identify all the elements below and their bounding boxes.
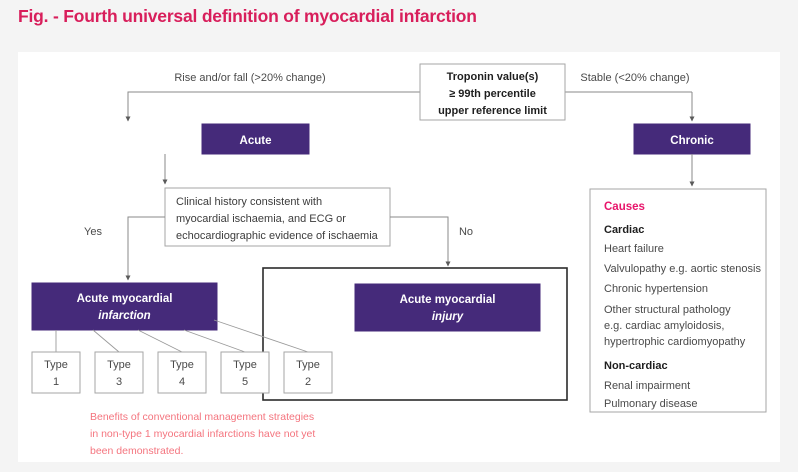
clinical-history-box: Clinical history consistent with myocard… bbox=[164, 187, 391, 247]
causes-panel: Causes Cardiac Heart failure Valvulopath… bbox=[589, 188, 767, 413]
connector-yes-no-split bbox=[125, 216, 451, 281]
causes-cardiac-item-1: Valvulopathy e.g. aortic stenosis bbox=[604, 263, 761, 275]
causes-cardiac-item-4: e.g. cardiac amyloidosis, bbox=[604, 320, 724, 332]
type-3-number: 3 bbox=[116, 376, 122, 388]
type-box-1: Type 1 bbox=[31, 351, 81, 394]
footnote-line-1: Benefits of conventional management stra… bbox=[90, 411, 314, 423]
type-4-word: Type bbox=[170, 359, 194, 371]
causes-noncardiac-item-0: Renal impairment bbox=[604, 380, 690, 392]
chronic-box: Chronic bbox=[633, 123, 751, 155]
type-box-5: Type 5 bbox=[220, 351, 270, 394]
clinical-history-line-3: echocardiographic evidence of ischaemia bbox=[176, 230, 379, 242]
causes-noncardiac-heading: Non-cardiac bbox=[604, 360, 668, 372]
type-5-number: 5 bbox=[242, 376, 248, 388]
connector-infarction-to-types bbox=[55, 319, 309, 353]
causes-cardiac-item-3: Other structural pathology bbox=[604, 304, 731, 316]
page-title: Fig. - Fourth universal definition of my… bbox=[18, 6, 477, 26]
type-4-number: 4 bbox=[179, 376, 185, 388]
injury-line-1: Acute myocardial bbox=[400, 294, 496, 306]
troponin-line-2: ≥ 99th percentile bbox=[449, 88, 536, 100]
type-1-number: 1 bbox=[53, 376, 59, 388]
type-5-word: Type bbox=[233, 359, 257, 371]
acute-myocardial-infarction-box: Acute myocardial infarction bbox=[31, 282, 218, 331]
chronic-label: Chronic bbox=[670, 135, 714, 147]
injury-line-2: injury bbox=[432, 311, 464, 323]
footnote: Benefits of conventional management stra… bbox=[90, 411, 315, 457]
acute-box: Acute bbox=[201, 123, 310, 155]
troponin-box: Troponin value(s) ≥ 99th percentile uppe… bbox=[419, 63, 566, 121]
troponin-line-3: upper reference limit bbox=[438, 105, 547, 117]
clinical-history-line-1: Clinical history consistent with bbox=[176, 196, 322, 208]
edge-label-no: No bbox=[459, 226, 473, 238]
acute-label: Acute bbox=[240, 135, 272, 147]
type-3-word: Type bbox=[107, 359, 131, 371]
type-1-word: Type bbox=[44, 359, 68, 371]
causes-cardiac-heading: Cardiac bbox=[604, 224, 644, 236]
clinical-history-line-2: myocardial ischaemia, and ECG or bbox=[176, 213, 346, 225]
footnote-line-2: in non-type 1 myocardial infarctions hav… bbox=[90, 428, 315, 440]
acute-myocardial-injury-box: Acute myocardial injury bbox=[354, 283, 541, 332]
connector-root-split bbox=[125, 91, 695, 122]
edge-label-stable: Stable (<20% change) bbox=[580, 72, 689, 84]
infarction-line-2: infarction bbox=[98, 310, 150, 322]
edge-label-rise-fall: Rise and/or fall (>20% change) bbox=[174, 72, 325, 84]
infarction-line-1: Acute myocardial bbox=[77, 293, 173, 305]
figure-card: Troponin value(s) ≥ 99th percentile uppe… bbox=[18, 52, 780, 462]
type-2-word: Type bbox=[296, 359, 320, 371]
type-box-2: Type 2 bbox=[283, 351, 333, 394]
causes-heading: Causes bbox=[604, 201, 645, 213]
type-box-4: Type 4 bbox=[157, 351, 207, 394]
type-box-3: Type 3 bbox=[94, 351, 144, 394]
type-2-number: 2 bbox=[305, 376, 311, 388]
footnote-line-3: been demonstrated. bbox=[90, 445, 183, 457]
causes-cardiac-item-2: Chronic hypertension bbox=[604, 283, 708, 295]
causes-noncardiac-item-1: Pulmonary disease bbox=[604, 398, 698, 410]
flowchart-canvas: Troponin value(s) ≥ 99th percentile uppe… bbox=[31, 63, 767, 457]
causes-cardiac-item-0: Heart failure bbox=[604, 243, 664, 255]
edge-label-yes: Yes bbox=[84, 226, 102, 238]
causes-cardiac-item-5: hypertrophic cardiomyopathy bbox=[604, 336, 746, 348]
troponin-line-1: Troponin value(s) bbox=[447, 71, 539, 83]
